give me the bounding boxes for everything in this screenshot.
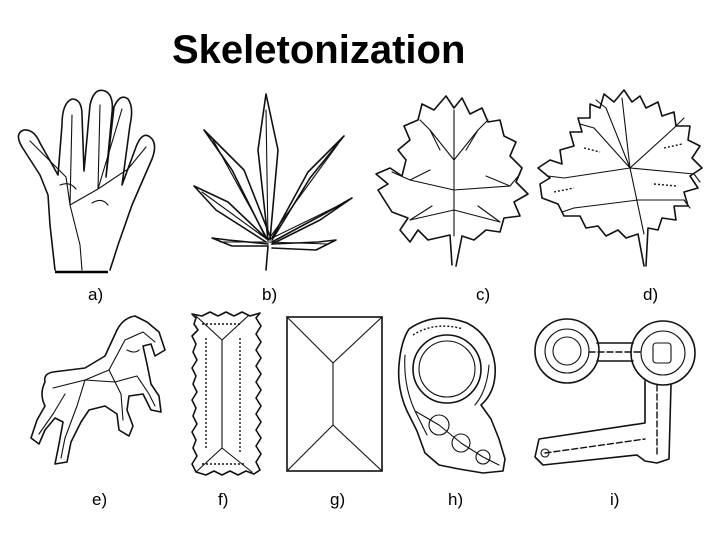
cannabis-leaf-skeleton-figure [192, 90, 370, 272]
key-skeleton-icon [534, 318, 696, 466]
panel-label-i: i) [610, 490, 620, 509]
panel-label-a: a) [88, 285, 104, 304]
maple-leaf-skeleton-icon [375, 95, 529, 267]
rectangle-skeleton-icon [286, 316, 383, 472]
maple-leaf-skeleton-figure [370, 90, 535, 275]
noisy-rectangle-skeleton-icon [191, 311, 262, 476]
key-skeleton-figure [525, 315, 705, 475]
oak-leaf-skeleton-icon [537, 89, 703, 267]
panel-label-c: c) [476, 285, 491, 304]
slide-title: Skeletonization [172, 28, 466, 72]
rectangle-skeleton-figure [285, 315, 385, 475]
oak-leaf-skeleton-figure [534, 88, 706, 270]
panel-label-d: d) [643, 285, 659, 304]
hand-skeleton-figure [10, 85, 175, 277]
panel-label-e: e) [92, 490, 108, 509]
cannabis-leaf-skeleton-icon [193, 93, 353, 271]
horse-skeleton-icon [30, 315, 166, 465]
panel-label-f: f) [218, 490, 229, 509]
hand-skeleton-icon [17, 89, 156, 274]
panel-label-h: h) [448, 490, 464, 509]
panel-label-g: g) [330, 490, 346, 509]
noisy-rectangle-skeleton-figure [186, 310, 266, 480]
wrench-skeleton-icon [397, 317, 506, 474]
wrench-skeleton-figure [395, 315, 510, 477]
panel-label-b: b) [262, 285, 278, 304]
horse-skeleton-figure [25, 310, 175, 475]
